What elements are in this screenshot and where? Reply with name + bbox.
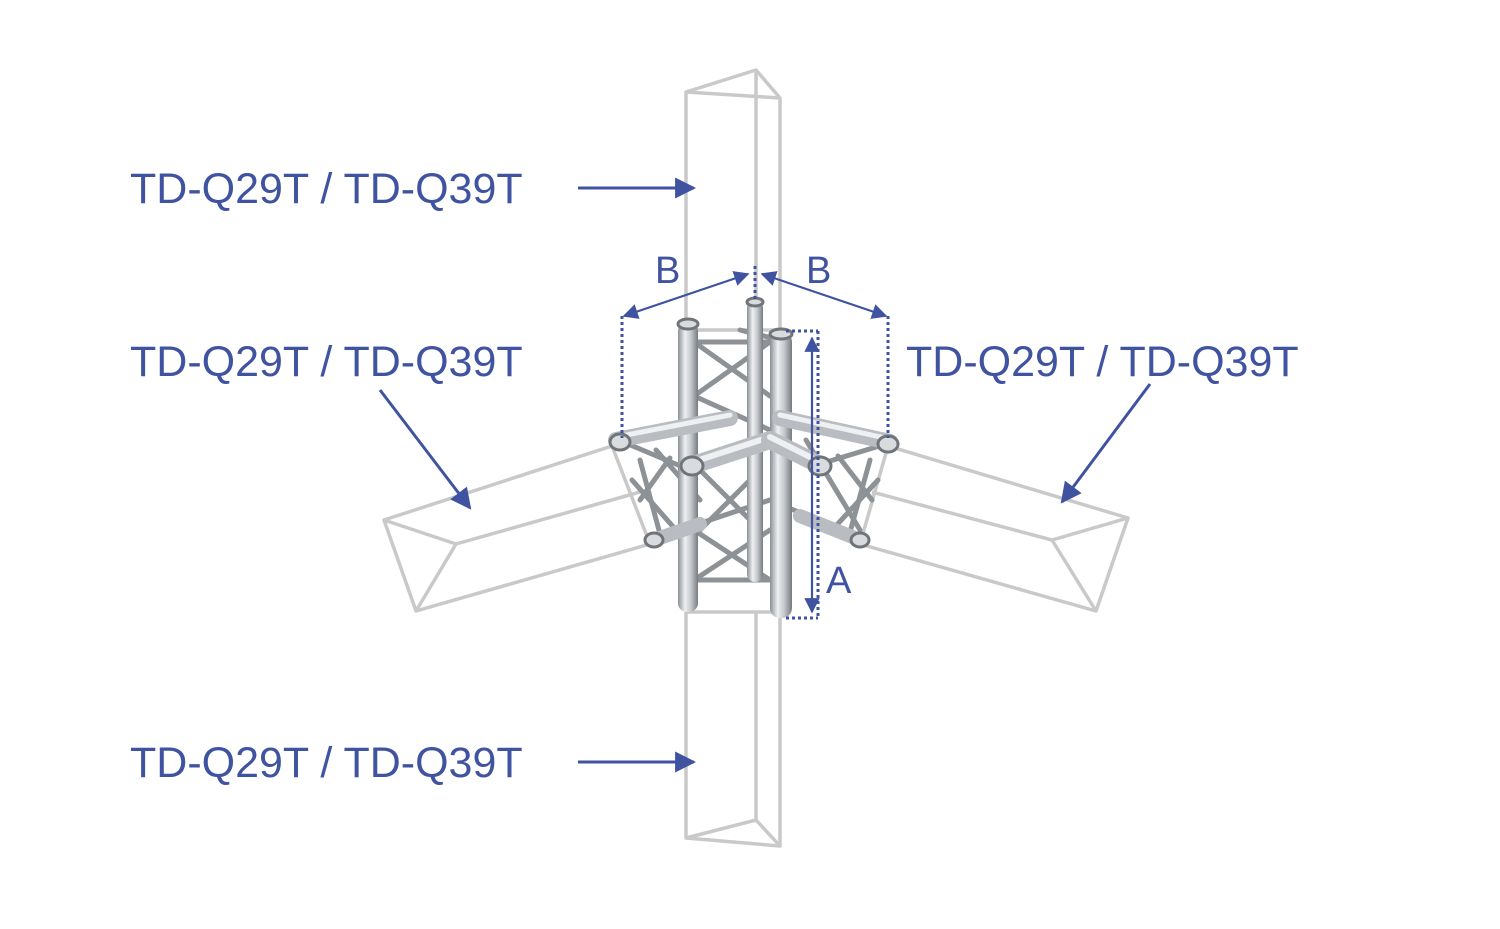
right-arm-top-chord-highlight	[777, 412, 893, 442]
arrow-left	[378, 389, 472, 510]
label-right-truss: TD-Q29T / TD-Q39T	[906, 338, 1299, 386]
label-arrows	[378, 177, 1152, 773]
dimension-label-b-left: B	[655, 250, 681, 292]
front-chord-left-highlight	[687, 434, 773, 466]
dimension-label-a: A	[826, 560, 852, 602]
label-top-truss: TD-Q29T / TD-Q39T	[130, 165, 523, 213]
label-left-truss: TD-Q29T / TD-Q39T	[130, 338, 523, 386]
vertical-chord-right	[770, 332, 792, 618]
left-arm-top-chord-highlight	[613, 412, 733, 440]
truss-corner-piece	[608, 296, 900, 618]
right-arm-top-chord	[772, 410, 898, 450]
arrow-right	[1060, 383, 1152, 504]
ghost-truss-bottom	[684, 610, 782, 848]
label-bottom-truss: TD-Q29T / TD-Q39T	[130, 739, 523, 787]
dimension-a-lines	[786, 329, 820, 620]
dimension-b-lines	[620, 266, 890, 438]
ghost-truss-left	[382, 444, 652, 613]
dimension-label-b-right: B	[806, 250, 832, 292]
left-arm-top-chord	[608, 410, 738, 448]
ghost-truss-right	[858, 444, 1130, 613]
